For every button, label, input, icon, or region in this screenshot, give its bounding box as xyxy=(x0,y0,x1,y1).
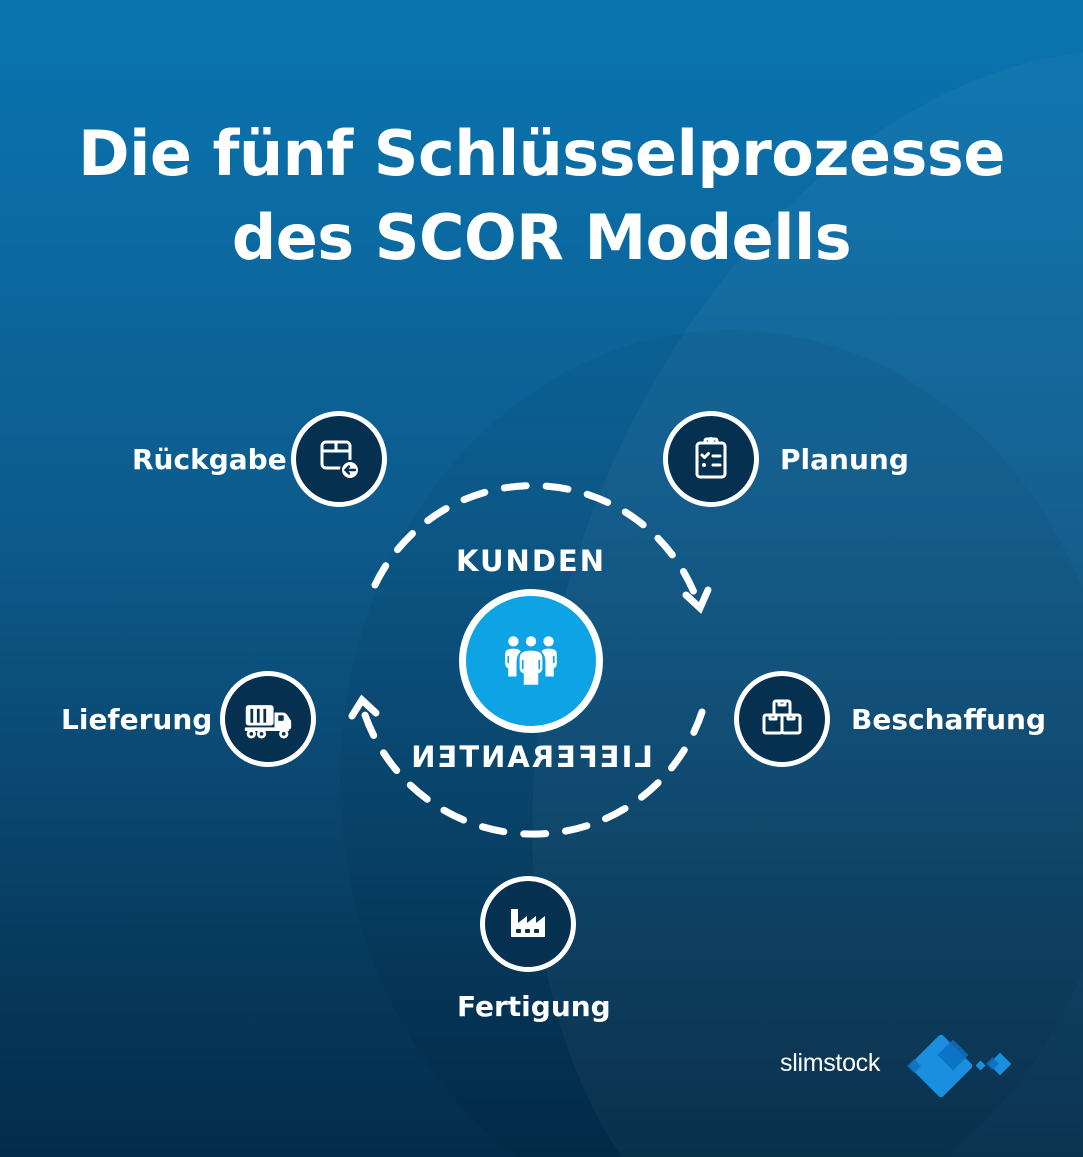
process-label-beschaffung: Beschaffung xyxy=(851,703,1047,736)
box-return-icon xyxy=(320,440,360,480)
title-line-2: des SCOR Modells xyxy=(231,201,852,274)
process-node-beschaffung xyxy=(734,671,830,767)
center-node xyxy=(459,589,603,733)
process-node-planung xyxy=(663,411,759,507)
process-node-rueckgabe xyxy=(291,411,387,507)
diamond-logo-icon xyxy=(906,1034,1012,1098)
brand-logo: slimstock xyxy=(780,1030,1030,1110)
clipboard-checklist-icon xyxy=(695,437,727,479)
arrowhead-right xyxy=(682,586,712,614)
process-label-lieferung: Lieferung xyxy=(61,703,213,736)
process-label-fertigung: Fertigung xyxy=(457,990,611,1023)
center-bottom-label: LIEFERANTEN xyxy=(409,740,653,774)
people-group-icon xyxy=(505,636,557,685)
brand-name: slimstock xyxy=(780,1049,881,1077)
process-label-planung: Planung xyxy=(780,443,909,476)
process-node-fertigung xyxy=(480,876,576,972)
truck-icon xyxy=(244,705,292,739)
stacked-boxes-icon xyxy=(762,699,802,735)
page-title: Die fünf Schlüsselprozesse des SCOR Mode… xyxy=(0,112,1083,280)
dashed-arc-bottom xyxy=(360,708,706,838)
process-node-lieferung xyxy=(220,671,316,767)
dashed-arc-top xyxy=(371,482,701,604)
title-line-1: Die fünf Schlüsselprozesse xyxy=(78,117,1005,190)
arrowhead-left xyxy=(348,694,380,720)
process-label-rueckgabe: Rückgabe xyxy=(132,443,287,476)
center-top-label: KUNDEN xyxy=(456,544,606,578)
factory-icon xyxy=(511,909,545,937)
